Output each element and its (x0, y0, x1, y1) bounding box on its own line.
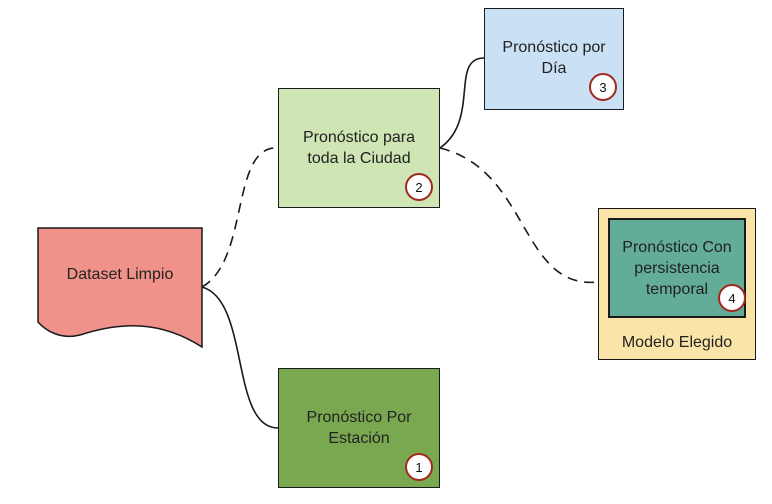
badge-2: 2 (405, 173, 433, 201)
node-por-dia: Pronóstico por Día 3 (484, 8, 624, 110)
node-toda-la-ciudad-label: Pronóstico para toda la Ciudad (302, 129, 416, 167)
badge-4: 4 (718, 284, 746, 312)
badge-3: 3 (589, 73, 617, 101)
connector-ciudad-to-persistencia (439, 147, 599, 283)
badge-1: 1 (405, 453, 433, 481)
node-por-dia-label: Pronóstico por Día (502, 39, 606, 77)
node-por-estacion-label: Pronóstico Por Estación (306, 409, 412, 447)
node-por-estacion: Pronóstico Por Estación 1 (278, 368, 440, 488)
connector-dataset-to-ciudad (201, 147, 279, 288)
node-toda-la-ciudad: Pronóstico para toda la Ciudad 2 (278, 88, 440, 208)
node-persistencia-temporal: Pronóstico Con persistencia temporal 4 (608, 218, 746, 318)
node-persistencia-label: Pronóstico Con persistencia temporal (622, 238, 732, 298)
dataset-limpio-shape (37, 227, 203, 349)
modelo-elegido-label: Modelo Elegido (621, 334, 733, 351)
connector-dataset-to-estacion (201, 286, 279, 429)
dataset-limpio-label: Dataset Limpio (66, 266, 174, 283)
connector-ciudad-to-dia (439, 57, 485, 149)
